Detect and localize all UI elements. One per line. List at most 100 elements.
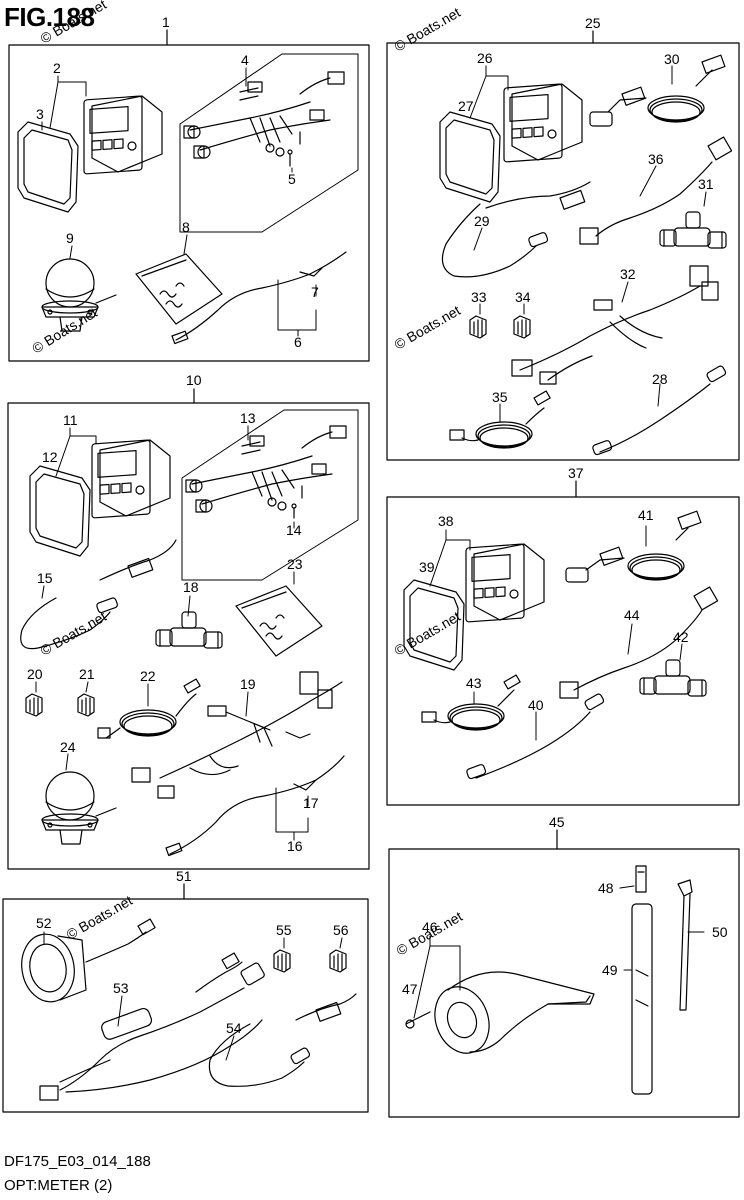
callout-5: 5: [288, 171, 296, 187]
part-cable-35: [449, 390, 551, 449]
part-bag-8: [135, 253, 223, 325]
callout-44: 44: [624, 607, 640, 623]
callout-55: 55: [276, 922, 292, 938]
part-plug-34: [513, 315, 531, 339]
figure-code: DF175_E03_014_188: [4, 1153, 151, 1170]
watermarks: © Boats.net © Boats.net © Boats.net © Bo…: [29, 0, 465, 959]
callout-29: 29: [474, 213, 490, 229]
part-meter-11: [91, 439, 171, 519]
callout-42: 42: [673, 629, 689, 645]
part-harness-32: [511, 265, 719, 385]
part-meter-38: [465, 543, 545, 623]
part-cable-41: [565, 510, 702, 583]
part-cable-30: [589, 54, 726, 127]
callout-17: 17: [303, 795, 319, 811]
callout-36: 36: [648, 151, 664, 167]
part-cable-44: [559, 586, 719, 699]
part-cable-15: [20, 539, 177, 650]
callout-54: 54: [226, 1020, 242, 1036]
part-holder-46: [434, 971, 595, 1054]
part-harness-53: [39, 952, 265, 1101]
group-label-37: 37: [568, 465, 584, 481]
callout-2: 2: [53, 60, 61, 76]
callout-6: 6: [294, 334, 302, 350]
callout-11: 11: [63, 412, 78, 428]
callout-41: 41: [638, 507, 654, 523]
group-frame-1: 1: [8, 14, 370, 362]
callout-39: 39: [419, 559, 435, 575]
callout-19: 19: [240, 676, 256, 692]
group-label-25: 25: [585, 15, 601, 31]
callout-8: 8: [182, 219, 190, 235]
part-plug-55: [273, 949, 291, 973]
callout-28: 28: [652, 371, 668, 387]
callout-50: 50: [712, 924, 728, 940]
callout-43: 43: [466, 675, 482, 691]
group-frame-25: 25: [386, 15, 740, 461]
part-plug-21: [77, 693, 95, 717]
part-cable-28: [592, 365, 727, 456]
leaders-group-51: [43, 931, 343, 1061]
part-cable-tie-50: [677, 879, 693, 1011]
figure-caption: OPT:METER (2): [4, 1177, 113, 1194]
part-cable-22: [97, 678, 201, 739]
callout-3: 3: [36, 106, 44, 122]
callout-7: 7: [311, 284, 319, 300]
callouts: 2 3 4 5 6 7 8 9 11 12 13 14 15 16 17 18 …: [27, 50, 728, 1036]
callout-12: 12: [42, 449, 58, 465]
callout-35: 35: [492, 389, 508, 405]
callout-34: 34: [515, 289, 531, 305]
part-cable-29: [441, 181, 591, 278]
part-harness-4: [179, 53, 359, 233]
callout-23: 23: [287, 556, 303, 572]
part-meter-26: [503, 83, 583, 163]
part-cable-6: [171, 251, 347, 345]
part-harness-13: [181, 409, 359, 581]
part-bag-23: [235, 585, 323, 657]
part-plug-33: [469, 315, 487, 339]
callout-52: 52: [36, 915, 52, 931]
part-harness-19: [131, 671, 343, 799]
callout-49: 49: [602, 962, 618, 978]
group-label-10: 10: [186, 372, 202, 388]
part-plug-20: [25, 693, 43, 717]
part-bezel-3: [17, 121, 79, 213]
part-tee-42: [639, 659, 707, 697]
group-frame-37: 37: [386, 465, 740, 806]
callout-30: 30: [664, 51, 680, 67]
part-sensor-24: [41, 771, 117, 845]
group-label-51: 51: [176, 868, 192, 884]
leaders-group-37: [429, 525, 683, 741]
watermark: © Boats.net: [38, 0, 110, 47]
callout-20: 20: [27, 666, 43, 682]
callout-26: 26: [477, 50, 493, 66]
callout-48: 48: [598, 880, 614, 896]
watermark: © Boats.net: [392, 4, 464, 55]
callout-13: 13: [240, 410, 256, 426]
callout-56: 56: [333, 922, 349, 938]
part-tube-49: [631, 903, 653, 1095]
part-bezel-12: [29, 465, 91, 557]
group-label-45: 45: [549, 814, 565, 830]
part-cable-tie-48: [635, 865, 647, 893]
callout-38: 38: [438, 513, 454, 529]
part-cable-36: [579, 136, 733, 245]
part-cable-16: [165, 755, 345, 857]
part-screw-47: [405, 1011, 431, 1029]
leaders-group-25: [469, 65, 707, 423]
callout-40: 40: [528, 697, 544, 713]
part-cable-40: [466, 693, 605, 780]
callout-16: 16: [287, 838, 303, 854]
callout-53: 53: [113, 980, 129, 996]
part-tee-31: [659, 211, 727, 249]
callout-4: 4: [241, 52, 249, 68]
callout-24: 24: [60, 739, 76, 755]
part-cable-43: [421, 674, 521, 731]
callout-27: 27: [458, 98, 474, 114]
figure-title: FIG.188: [4, 2, 95, 32]
watermark: © Boats.net: [392, 608, 464, 659]
callout-22: 22: [140, 668, 156, 684]
leaders-group-1: [41, 67, 317, 337]
part-cable-54: [208, 993, 357, 1087]
